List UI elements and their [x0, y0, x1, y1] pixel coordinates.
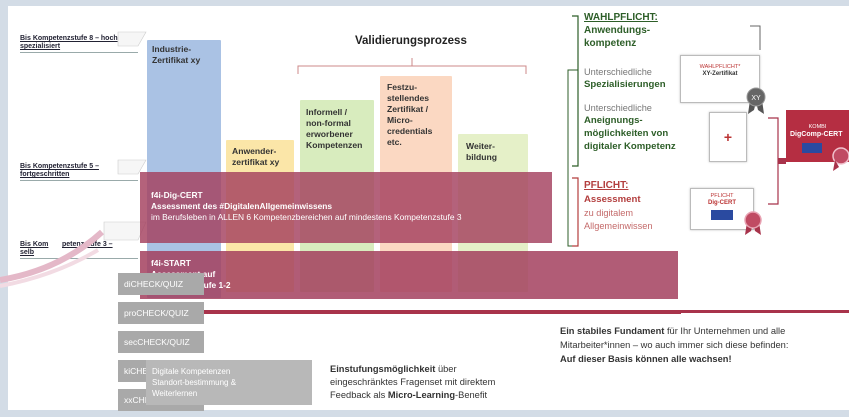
wahlpflicht-b2b: möglichkeiten von [584, 128, 669, 139]
cert-wahlpflicht-small: WAHLPFLICHT* [699, 64, 741, 70]
digital-box-line3: Weiterlernen [152, 389, 198, 398]
column-anwender-label: Anwender- zertifikat xy [232, 146, 280, 167]
einstufung-line3: Feedback als Micro-Learning-Benefit [330, 389, 487, 402]
wahlpflicht-head2: Anwendungs- [584, 25, 651, 36]
badge-kombi-icon [832, 147, 849, 171]
einstufung-line3-post: -Benefit [455, 390, 488, 400]
column-festzu-label: Festzu- stellendes Zertifikat / Micro- c… [387, 82, 433, 147]
wahlpflicht-b2a: Aneignungs- [584, 115, 643, 126]
digital-box-line2: Standort-bestimmung & [152, 378, 237, 387]
cert-pflicht-small: PFLICHT [710, 193, 734, 199]
fundament-bar-left [148, 310, 681, 314]
footer-line1: Ein stabiles Fundament für Ihr Unternehm… [560, 325, 785, 338]
wahlpflicht-head: WAHLPFLICHT: [584, 12, 658, 23]
cert-kombi-small: KOMBI [808, 124, 827, 130]
wahl-fold-icon [750, 25, 761, 50]
einstufung-line1: Einstufungsmöglichkeit über [330, 363, 457, 376]
footer-line3: Auf dieser Basis können alle wachsen! [560, 354, 732, 364]
cert-wahlpflicht: WAHLPFLICHT* XY-Zertifikat [680, 55, 760, 103]
svg-text:XY: XY [751, 95, 761, 102]
einstufung-line3-bold: Micro-Learning [387, 390, 456, 400]
check-item[interactable]: diCHECK/QUIZ [118, 273, 204, 295]
cert-kombi-name: DigComp-CERT [790, 131, 843, 138]
wahlpflicht-b1: Spezialisierungen [584, 79, 666, 90]
level-line-mid [20, 180, 138, 181]
einstufung-rest: über [435, 364, 457, 374]
frame-left [0, 0, 8, 417]
cert-plus-card: + [709, 112, 747, 162]
wahlpflicht-b2c: digitaler Kompetenz [584, 141, 676, 152]
level-label-high: Bis Kompetenzstufe 8 – hoch spezialisier… [20, 35, 118, 50]
band-dig-cert-title: f4i-Dig-CERT [151, 190, 203, 200]
badge-pflicht-icon [744, 211, 762, 235]
band-dig-cert-line2: im Berufsleben in ALLEN 6 Kompetenzberei… [151, 212, 462, 222]
frame-top [0, 0, 849, 6]
column-weiterbildung-label: Weiter- bildung [466, 141, 498, 162]
fundament-bar-right [556, 310, 849, 313]
wahlpflicht-g2: Unterschiedliche [584, 103, 652, 113]
level-line-high [20, 52, 138, 53]
level-label-low-c: selb [20, 249, 35, 256]
einstufung-bold: Einstufungsmöglichkeit [330, 364, 436, 374]
cert-pflicht-name: Dig-CERT [708, 200, 736, 206]
column-informell-label: Informell / non-formal erworbener Kompet… [306, 107, 363, 150]
band-start-title: f4i-START [151, 258, 191, 268]
wahlpflicht-g1: Unterschiedliche [584, 67, 652, 77]
cert-wahlpflicht-name: XY-Zertifikat [702, 71, 738, 77]
einstufung-line2: eingeschränktes Fragenset mit direktem [330, 377, 496, 387]
level-label-mid: Bis Kompetenzstufe 5 – fortgeschritten [20, 163, 99, 178]
check-item[interactable]: proCHECK/QUIZ [118, 302, 204, 324]
pflicht-g1: zu digitalem [584, 208, 634, 218]
digital-box-line1: Digitale Kompetenzen [152, 367, 231, 376]
band-dig-cert-line1: Assessment des #DigitalenAllgemeinwissen… [151, 201, 333, 211]
band-dig-cert [140, 172, 552, 243]
wahlpflicht-head3: kompetenz [584, 38, 637, 49]
footer-line2: Mitarbeiter*innen – wo auch immer sich d… [560, 340, 789, 350]
frame-bottom [0, 410, 849, 417]
pflicht-g2: Allgemeinwissen [584, 221, 653, 231]
check-item[interactable]: secCHECK/QUIZ [118, 331, 204, 353]
right-brackets [567, 15, 579, 247]
kombi-connector [768, 117, 786, 205]
einstufung-line3-pre: Feedback als [330, 390, 388, 400]
pflicht-head: PFLICHT: [584, 180, 629, 191]
pflicht-bold: Assessment [584, 194, 641, 205]
band-start [140, 251, 678, 299]
level-label-low-a: Bis Kom [20, 241, 49, 248]
footer-rest: für Ihr Unternehmen und alle [664, 326, 786, 336]
kombi-flag-icon [802, 143, 822, 153]
plus-icon: + [723, 129, 733, 145]
column-industrie-label: Industrie- Zertifikat xy [152, 44, 201, 65]
process-title: Validierungsprozess [355, 35, 467, 47]
badge-xy-icon: XY [746, 87, 766, 114]
digital-competence-box [146, 360, 312, 405]
cert-pflicht: PFLICHT Dig-CERT [690, 188, 754, 230]
eu-flag-icon [711, 210, 733, 220]
process-bracket [297, 58, 527, 74]
footer-bold: Ein stabiles Fundament [560, 326, 665, 336]
